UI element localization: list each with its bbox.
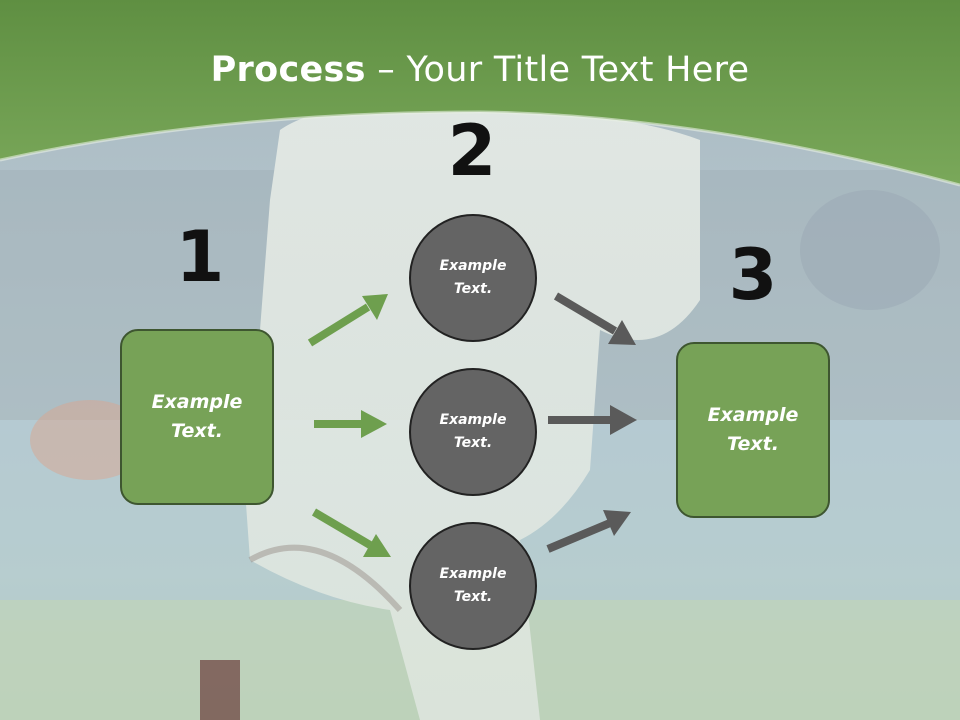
right-box-text: Example Text. (707, 404, 799, 455)
circle-bottom-text: Example Text. (439, 566, 507, 605)
title-rest: – Your Title Text Here (365, 50, 750, 90)
step-number-1: 1 (175, 216, 225, 298)
circle-top-text: Example Text. (439, 258, 507, 297)
slide-title: Process – Your Title Text Here (0, 50, 960, 90)
left-text-box[interactable]: Example Text. (120, 329, 274, 505)
step-number-2: 2 (447, 110, 497, 192)
right-text-box[interactable]: Example Text. (676, 342, 830, 518)
circle-bottom[interactable]: Example Text. (409, 522, 537, 650)
circle-top[interactable]: Example Text. (409, 214, 537, 342)
circle-middle-text: Example Text. (439, 412, 507, 451)
step-number-3: 3 (728, 234, 778, 316)
circle-middle[interactable]: Example Text. (409, 368, 537, 496)
left-box-text: Example Text. (151, 391, 243, 442)
title-bold: Process (210, 50, 366, 90)
